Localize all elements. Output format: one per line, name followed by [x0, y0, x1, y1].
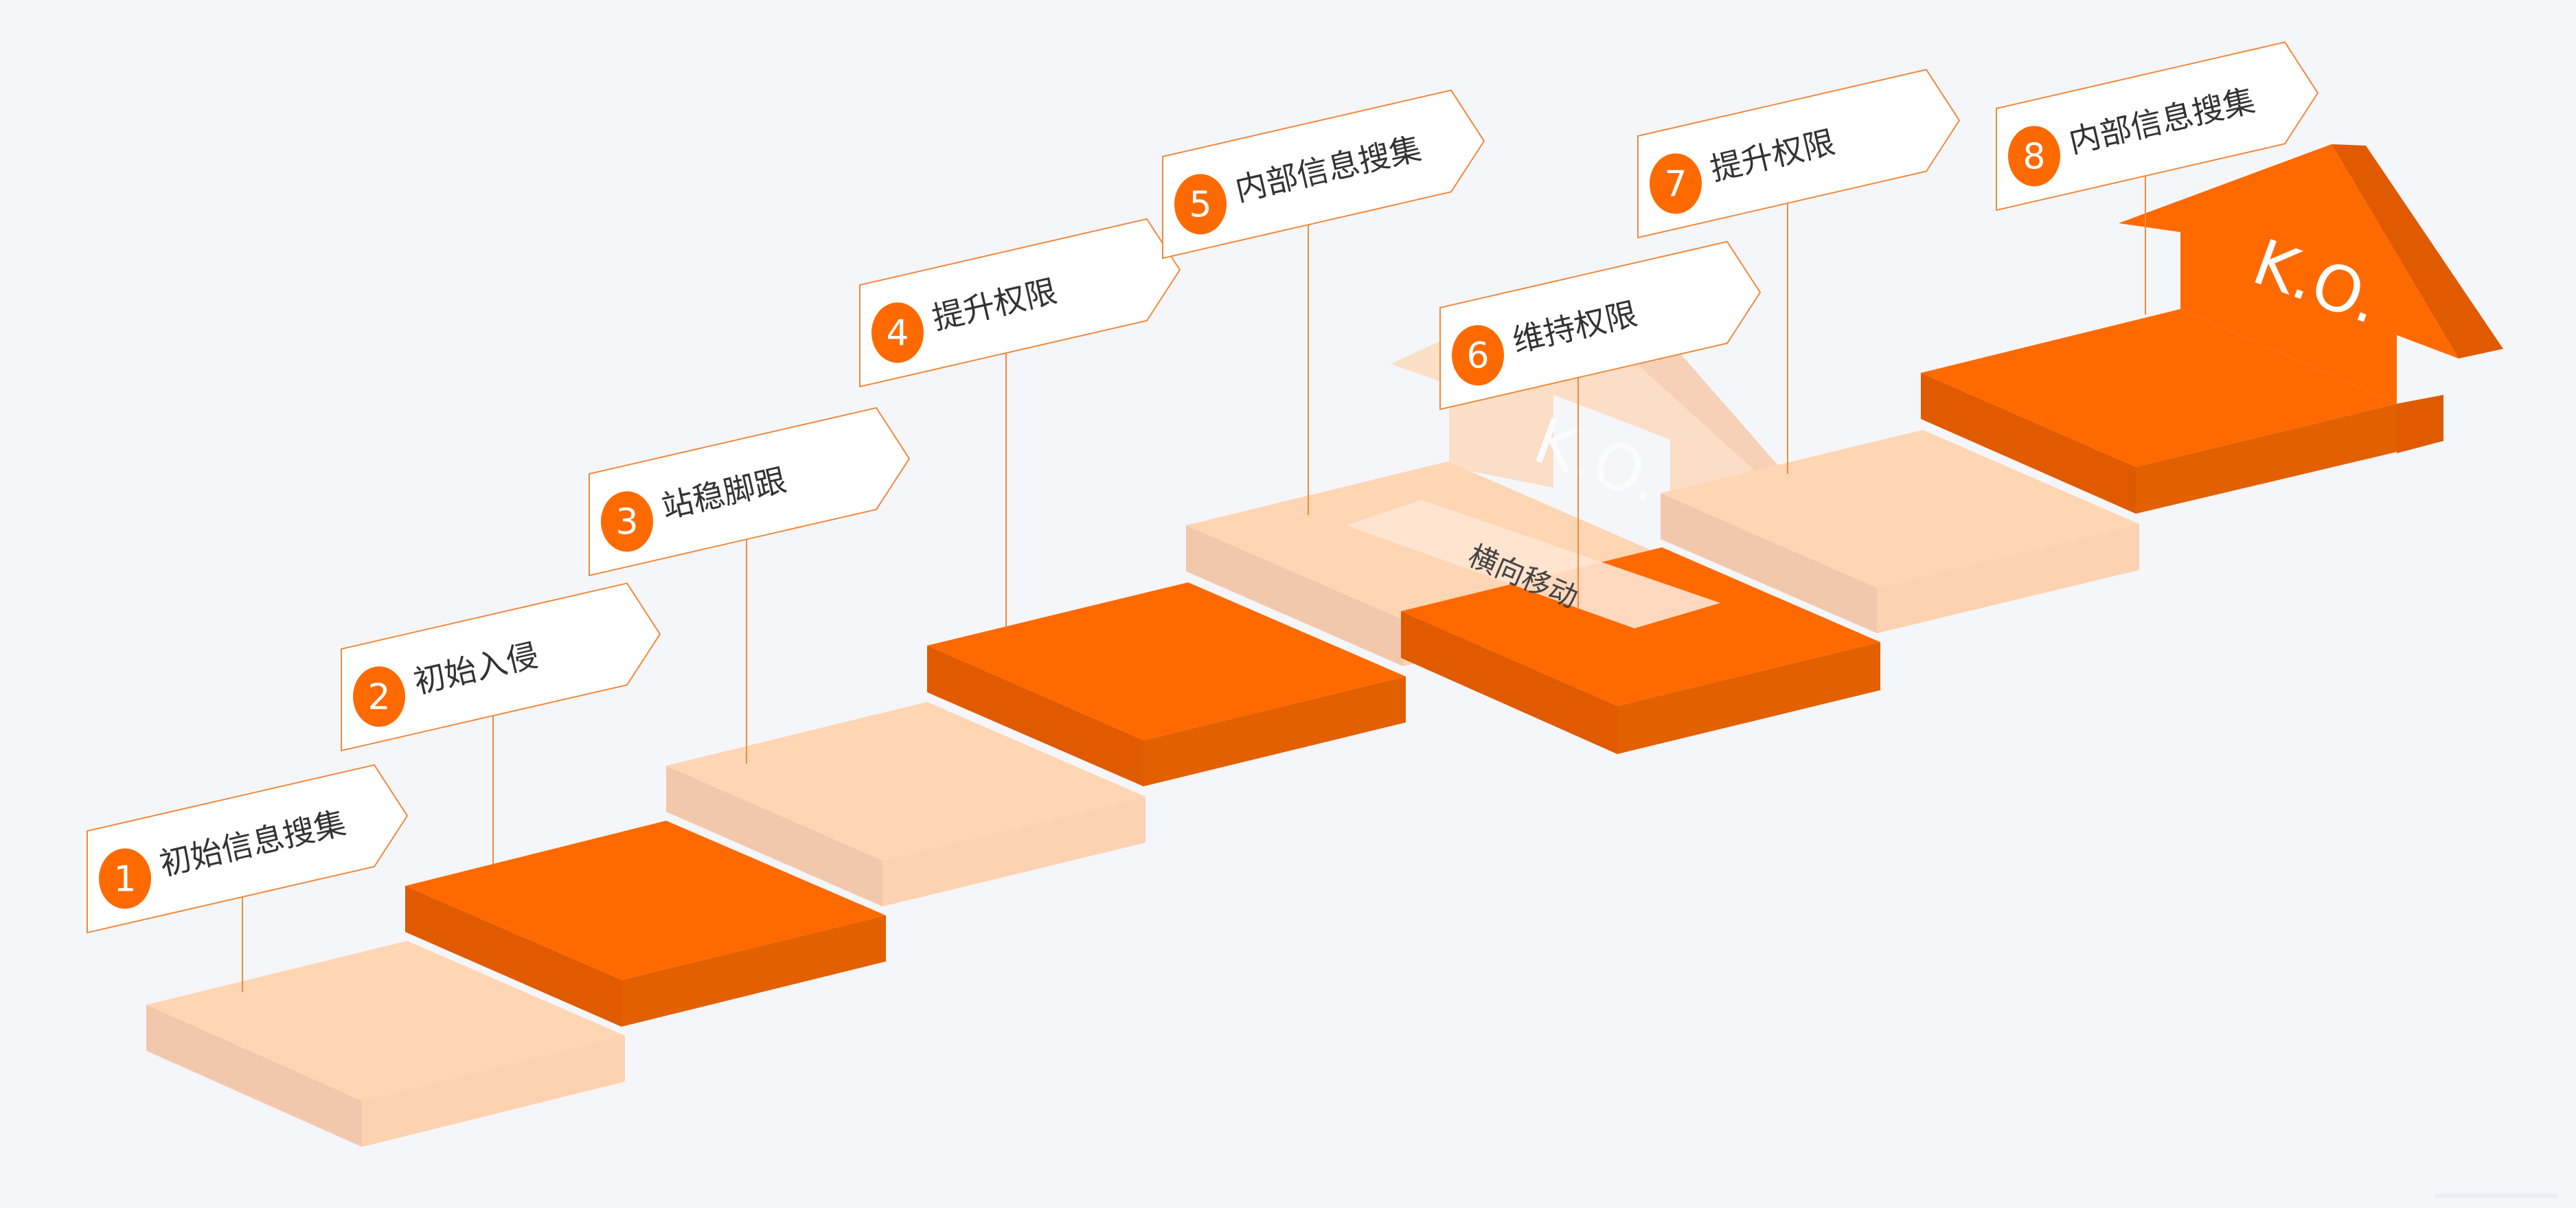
flag-banner: [1996, 41, 2319, 212]
step-number: 8: [2022, 136, 2045, 177]
stair-block-8: [1921, 309, 2443, 514]
step-number-badge: [871, 302, 924, 363]
stair-block-4: [927, 582, 1406, 786]
step-number: 5: [1189, 184, 1211, 225]
step-number-badge: [2008, 126, 2060, 187]
step-number: 7: [1664, 163, 1687, 205]
step-number: 3: [615, 501, 638, 543]
step-number-badge: [1174, 174, 1227, 235]
step-number-badge: [1650, 153, 1702, 214]
lateral-movement-path: 横向移动: [1346, 500, 1720, 628]
flag-banner: [341, 582, 661, 752]
step-number: 6: [1466, 335, 1489, 376]
step-number-badge: [601, 491, 653, 552]
stair-block-7: [1661, 430, 2139, 633]
flag-banner: [87, 764, 409, 934]
flag-banner: [589, 407, 911, 577]
stair-block-1: [146, 941, 625, 1147]
step-number-badge: [353, 666, 405, 727]
step-number-badge: [1452, 325, 1504, 386]
stair-block-2: [405, 821, 886, 1027]
step-number: 1: [113, 858, 136, 900]
step-number: 2: [367, 676, 390, 718]
flag-banner: [1439, 240, 1762, 411]
step-number-badge: [99, 848, 151, 909]
stair-block-3: [666, 702, 1145, 907]
step-number: 4: [886, 312, 909, 354]
ko-arrow-final: K.O.: [2119, 144, 2503, 453]
flag-banner: [1637, 69, 1961, 239]
flag-banner: [1162, 89, 1485, 260]
stair-blocks: 横向移动 K.O. K.O.: [146, 144, 2503, 1147]
flag-banner: [859, 218, 1181, 388]
watermark: [2435, 1194, 2558, 1198]
